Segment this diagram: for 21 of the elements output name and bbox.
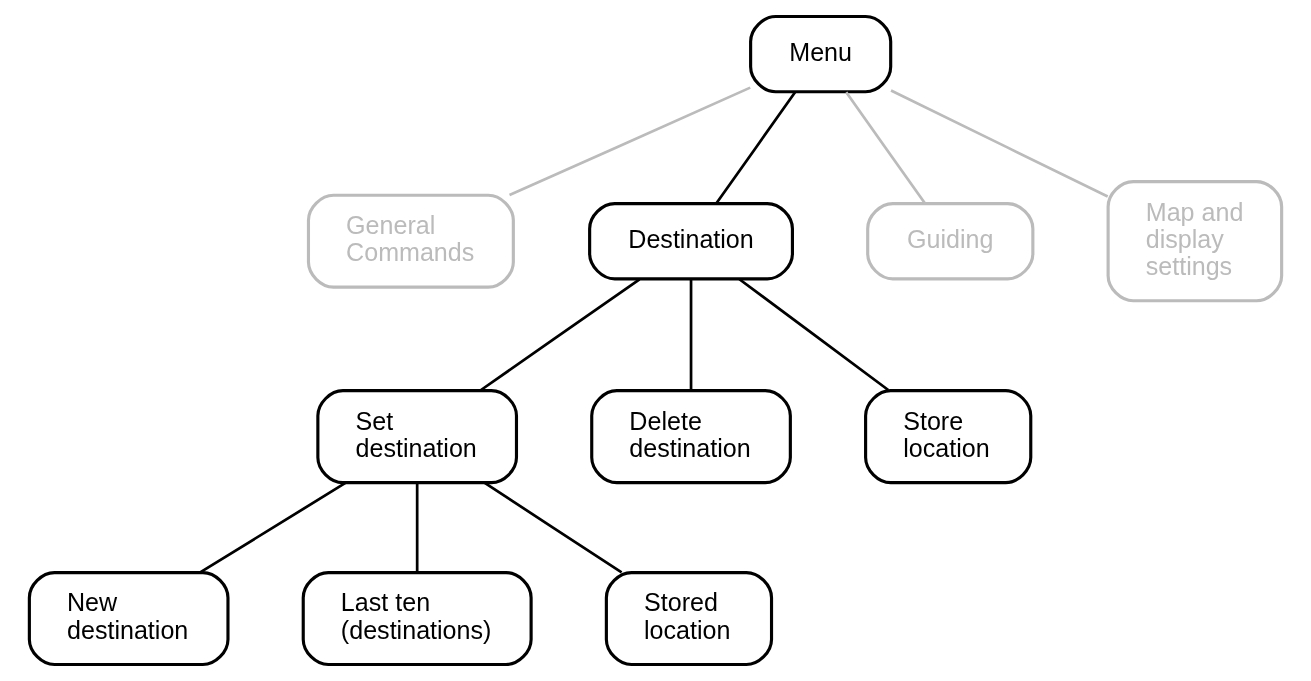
connector — [483, 481, 623, 574]
node-box: Guiding — [866, 202, 1035, 281]
node-box: Map and display settings — [1106, 180, 1284, 303]
connector — [480, 278, 641, 392]
node-box: Menu — [749, 14, 893, 94]
node-box: Store location — [864, 389, 1033, 485]
connector — [890, 89, 1109, 198]
connector — [845, 91, 926, 204]
node-box: Set destination — [316, 389, 519, 485]
connector — [689, 279, 693, 390]
node-box: General Commands — [306, 193, 515, 289]
connector — [508, 86, 751, 197]
connector — [415, 482, 419, 573]
node-box: Delete destination — [590, 389, 792, 485]
node-box: New destination — [27, 571, 230, 667]
node-box: Last ten (destinations) — [301, 571, 533, 667]
connector — [738, 278, 890, 392]
connector — [715, 91, 797, 204]
connector — [199, 481, 347, 574]
node-box: Destination — [588, 202, 794, 281]
node-box: Stored location — [604, 571, 774, 667]
